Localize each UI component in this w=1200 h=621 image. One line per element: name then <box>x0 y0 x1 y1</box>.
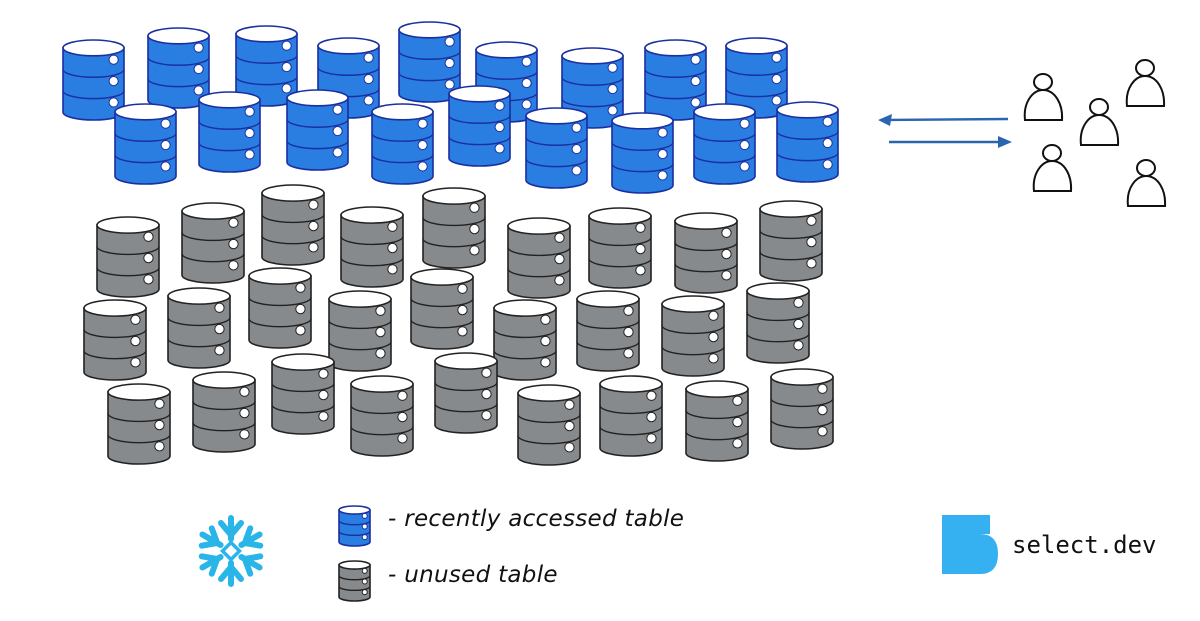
unused-table <box>434 352 498 434</box>
unused-table <box>410 268 474 350</box>
user-icon <box>1023 73 1064 121</box>
unused-table <box>770 368 834 450</box>
unused-table <box>328 290 392 372</box>
legend-unused-label: - unused table <box>388 562 558 588</box>
user-icon <box>1032 144 1073 192</box>
recent-table <box>114 103 177 185</box>
unused-table <box>507 217 571 299</box>
unused-table <box>192 371 256 453</box>
select-dev-name: select.dev <box>1012 531 1157 559</box>
recent-table <box>147 27 210 109</box>
recent-tables-group <box>62 21 839 194</box>
unused-table <box>248 267 312 349</box>
recent-table <box>398 21 461 103</box>
request-arrows <box>878 114 1012 148</box>
legend-recent-table-icon <box>338 505 371 547</box>
recent-table <box>776 101 839 183</box>
legend-recent-label: - recently accessed table <box>388 506 685 532</box>
user-icon <box>1125 59 1166 107</box>
unused-table <box>107 383 171 465</box>
arrow-left-icon <box>878 114 1009 126</box>
unused-table <box>517 384 581 466</box>
recent-table <box>725 37 788 119</box>
unused-table <box>350 375 414 457</box>
user-icon <box>1079 98 1120 146</box>
recent-table <box>693 103 756 185</box>
unused-table <box>181 202 245 284</box>
users-group <box>1023 59 1167 207</box>
recent-table <box>286 89 349 171</box>
legend-icons <box>338 505 371 602</box>
recent-table <box>235 25 298 107</box>
recent-table <box>525 107 588 189</box>
recent-table <box>611 112 674 194</box>
unused-table <box>261 184 325 266</box>
unused-table <box>661 295 725 377</box>
unused-table <box>685 380 749 462</box>
unused-table <box>422 187 486 269</box>
recent-table <box>198 91 261 173</box>
recent-table <box>371 103 434 185</box>
unused-table <box>674 212 738 294</box>
unused-table <box>340 206 404 288</box>
recent-table <box>62 39 125 121</box>
unused-table <box>746 282 810 364</box>
user-icon <box>1126 159 1167 207</box>
unused-table <box>271 353 335 435</box>
unused-table <box>493 299 557 381</box>
unused-table <box>96 216 160 298</box>
unused-table <box>83 299 147 381</box>
unused-table <box>599 375 663 457</box>
snowflake-icon <box>198 515 264 587</box>
arrow-right-icon <box>889 136 1012 148</box>
select-logo-icon <box>942 515 998 574</box>
recent-table <box>448 85 511 167</box>
unused-table <box>167 287 231 369</box>
legend-unused-table-icon <box>338 560 371 602</box>
unused-table <box>576 290 640 372</box>
unused-tables-group <box>83 184 834 466</box>
unused-table <box>759 200 823 282</box>
unused-table <box>588 207 652 289</box>
